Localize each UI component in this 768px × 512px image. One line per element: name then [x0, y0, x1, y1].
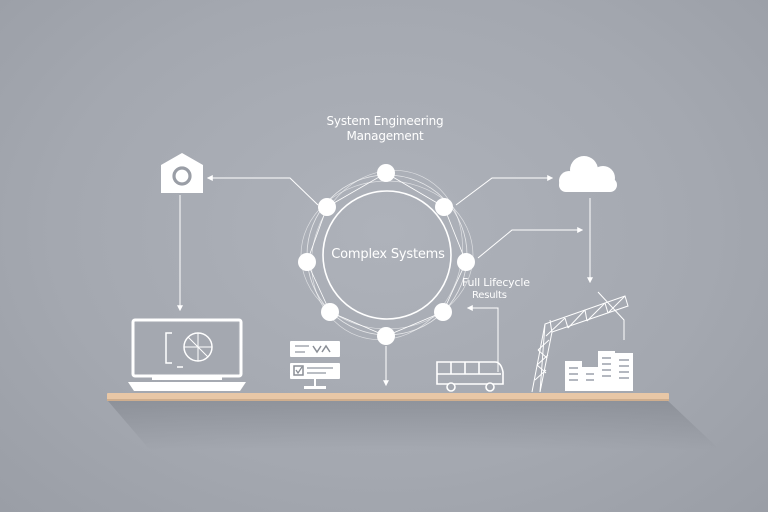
connector-lifecycle	[477, 227, 584, 259]
bridge-icon	[531, 295, 629, 393]
shelf-shadow	[108, 401, 720, 450]
lifecycle-label-line-1: Full Lifecycle	[462, 276, 530, 289]
outer-ring-3	[311, 169, 463, 341]
home-icon	[161, 153, 203, 193]
cloud-icon	[559, 156, 617, 192]
network-node	[377, 164, 395, 182]
connector-cloud	[455, 175, 554, 206]
diagram-title-line-1: System Engineering	[326, 114, 444, 128]
lifecycle-label-line-2: Results	[472, 290, 507, 301]
network-link	[306, 261, 331, 313]
buildings-icon	[565, 351, 633, 391]
network-link	[326, 172, 387, 208]
network-node	[377, 327, 395, 345]
connector-home	[206, 175, 319, 206]
network-link	[385, 172, 445, 208]
network-node	[435, 198, 453, 216]
network-link	[443, 206, 467, 263]
shelf-edge	[107, 399, 669, 401]
network-link	[306, 206, 328, 263]
network-node	[457, 253, 475, 271]
center-label: Complex Systems	[331, 247, 445, 262]
network-node	[318, 198, 336, 216]
inner-ring	[322, 190, 452, 320]
connectors	[177, 175, 625, 387]
network-link	[442, 261, 467, 313]
connector-bridge	[597, 291, 625, 340]
connector-results	[466, 305, 499, 372]
monitor-icon	[128, 318, 246, 391]
network-node	[298, 253, 316, 271]
network-link	[329, 311, 387, 337]
network-nodes	[298, 164, 475, 345]
network-link	[385, 311, 444, 337]
bus-icon	[436, 361, 504, 392]
network-node	[434, 303, 452, 321]
network-node	[321, 303, 339, 321]
checklist-icon	[290, 341, 340, 389]
shelf	[107, 393, 720, 450]
diagram-title-line-2: Management	[346, 129, 424, 143]
